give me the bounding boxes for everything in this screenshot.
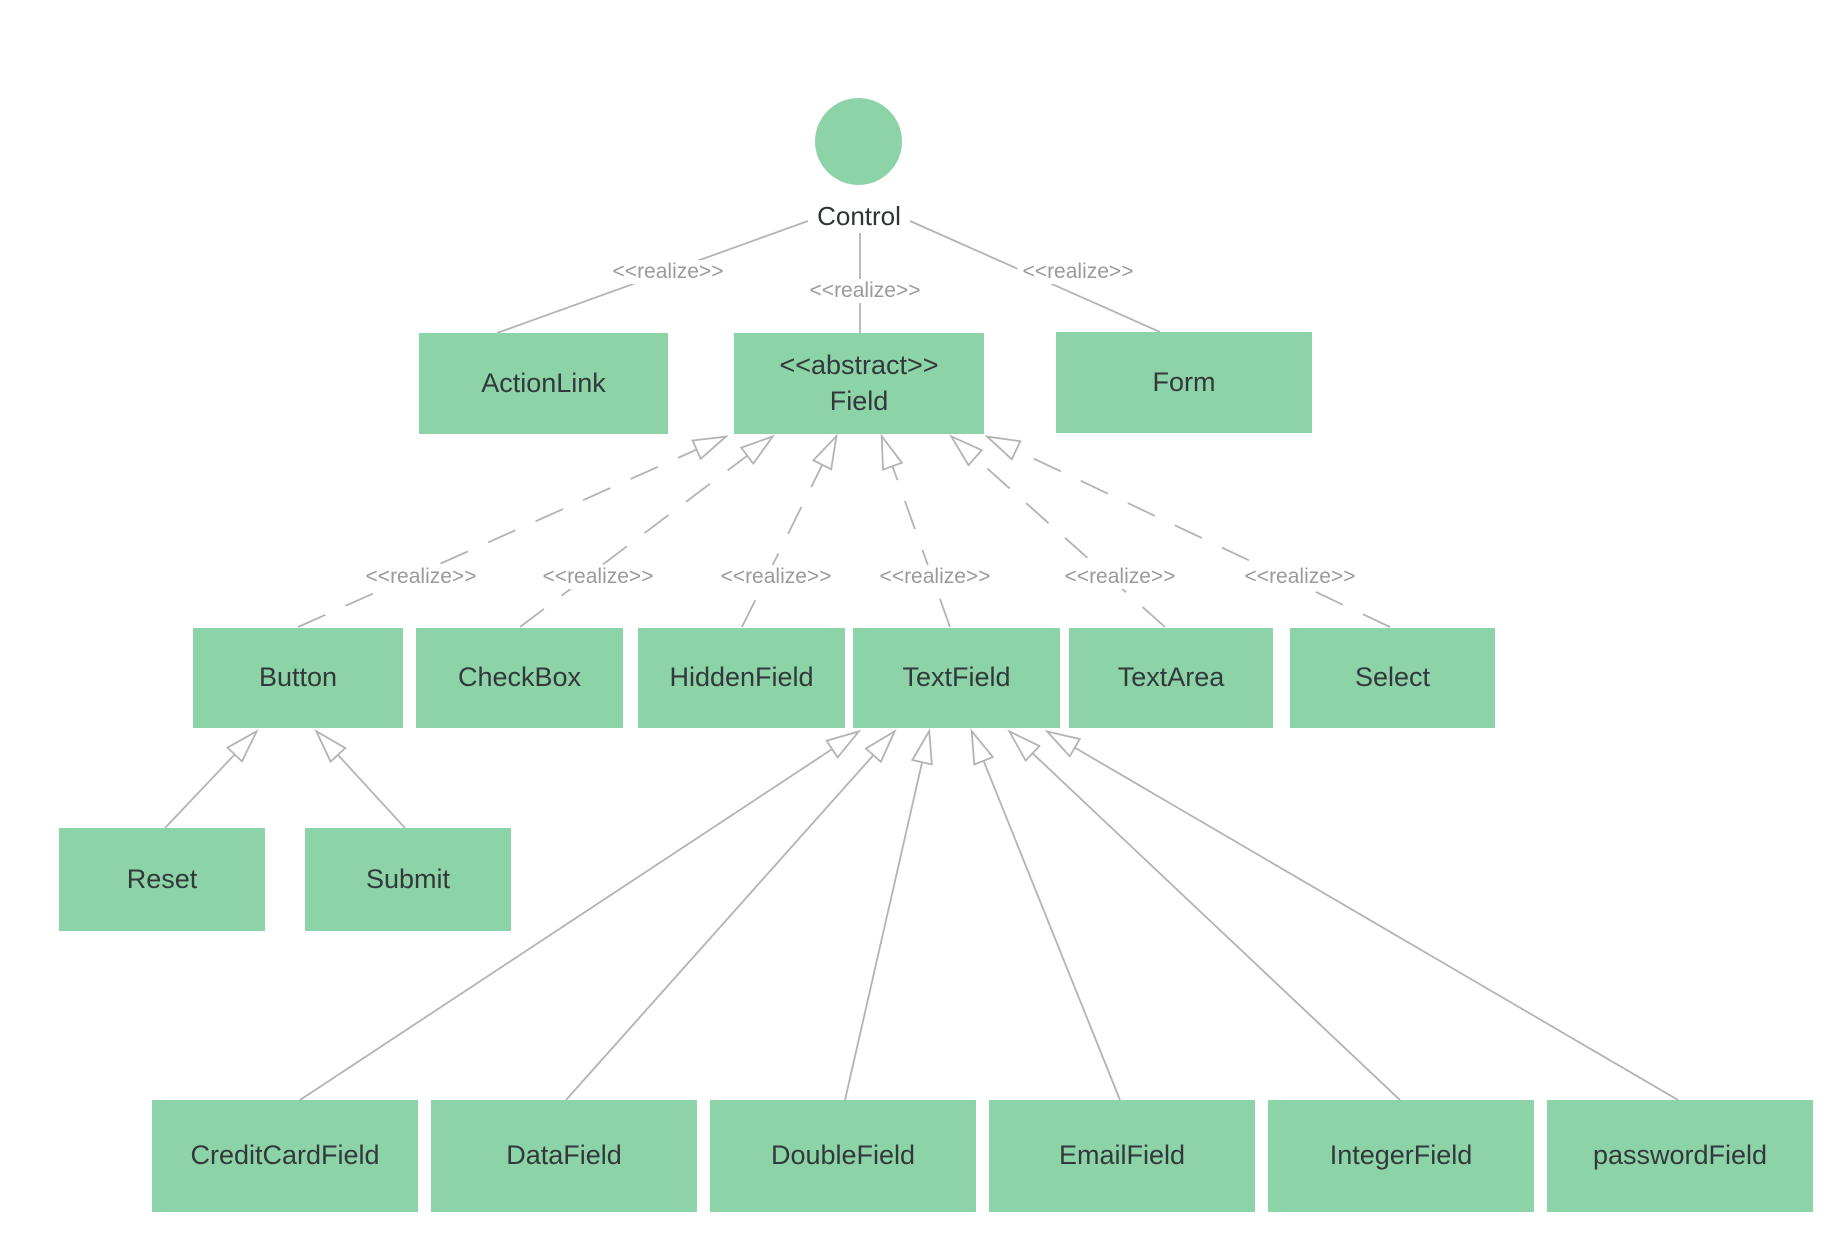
node-emailfield-label: EmailField xyxy=(1058,1140,1186,1171)
node-emailfield: EmailField xyxy=(989,1100,1255,1212)
node-select-label: Select xyxy=(1354,662,1431,693)
edge-select-field xyxy=(984,435,1391,628)
edge-integerfield-textfield xyxy=(1007,729,1401,1101)
node-field-stereotype: <<abstract>> xyxy=(779,350,939,381)
node-datafield: DataField xyxy=(431,1100,697,1212)
node-creditcardfield-label: CreditCardField xyxy=(190,1140,380,1171)
realize-label-textfield: <<realize>> xyxy=(874,565,996,589)
node-reset: Reset xyxy=(59,828,265,931)
realize-label-button: <<realize>> xyxy=(360,565,482,589)
node-passwordfield-label: passwordField xyxy=(1592,1140,1768,1171)
node-field-label: Field xyxy=(829,385,889,416)
node-control-label: Control xyxy=(809,201,909,232)
edge-checkbox-field xyxy=(519,434,776,628)
node-textarea: TextArea xyxy=(1069,628,1273,728)
node-reset-label: Reset xyxy=(126,863,198,894)
node-hiddenfield-label: HiddenField xyxy=(669,662,814,693)
node-integerfield: IntegerField xyxy=(1268,1100,1534,1212)
realize-label-textarea: <<realize>> xyxy=(1059,565,1181,589)
realize-label-select: <<realize>> xyxy=(1239,565,1361,589)
edge-creditcardfield-textfield xyxy=(299,729,862,1101)
node-textarea-label: TextArea xyxy=(1117,662,1225,693)
node-form-label: Form xyxy=(1152,366,1216,397)
node-datafield-label: DataField xyxy=(506,1140,622,1171)
edge-reset-button xyxy=(164,729,259,829)
node-textfield-label: TextField xyxy=(902,662,1011,693)
edge-button-field xyxy=(297,435,729,628)
realize-label-checkbox: <<realize>> xyxy=(537,565,659,589)
node-submit-label: Submit xyxy=(365,863,451,894)
node-textfield: TextField xyxy=(853,628,1060,728)
node-select: Select xyxy=(1290,628,1495,728)
edge-passwordfield-textfield xyxy=(1044,729,1679,1101)
realize-label-hiddenfield: <<realize>> xyxy=(715,565,837,589)
node-passwordfield: passwordField xyxy=(1547,1100,1813,1212)
edge-textarea-field xyxy=(949,434,1166,628)
node-doublefield: DoubleField xyxy=(710,1100,976,1212)
node-button-label: Button xyxy=(258,662,338,693)
edge-emailfield-textfield xyxy=(970,728,1121,1101)
node-integerfield-label: IntegerField xyxy=(1329,1140,1473,1171)
node-button: Button xyxy=(193,628,403,728)
realize-label-form: <<realize>> xyxy=(1017,260,1139,284)
edge-hiddenfield-field xyxy=(741,433,838,628)
control-interface-circle xyxy=(815,98,902,185)
edge-datafield-textfield xyxy=(565,729,897,1101)
node-form: Form xyxy=(1056,332,1312,433)
node-doublefield-label: DoubleField xyxy=(770,1140,916,1171)
realize-label-actionlink: <<realize>> xyxy=(607,260,729,284)
node-submit: Submit xyxy=(305,828,511,931)
edge-textfield-field xyxy=(880,433,951,628)
node-creditcardfield: CreditCardField xyxy=(152,1100,418,1212)
node-field: <<abstract>> Field xyxy=(734,333,984,434)
edge-submit-button xyxy=(314,729,406,829)
node-actionlink-label: ActionLink xyxy=(481,367,606,398)
node-actionlink: ActionLink xyxy=(419,333,668,434)
realize-label-field: <<realize>> xyxy=(804,279,926,303)
edge-doublefield-textfield xyxy=(844,728,933,1101)
node-checkbox-label: CheckBox xyxy=(457,662,582,693)
node-checkbox: CheckBox xyxy=(416,628,623,728)
node-hiddenfield: HiddenField xyxy=(638,628,845,728)
